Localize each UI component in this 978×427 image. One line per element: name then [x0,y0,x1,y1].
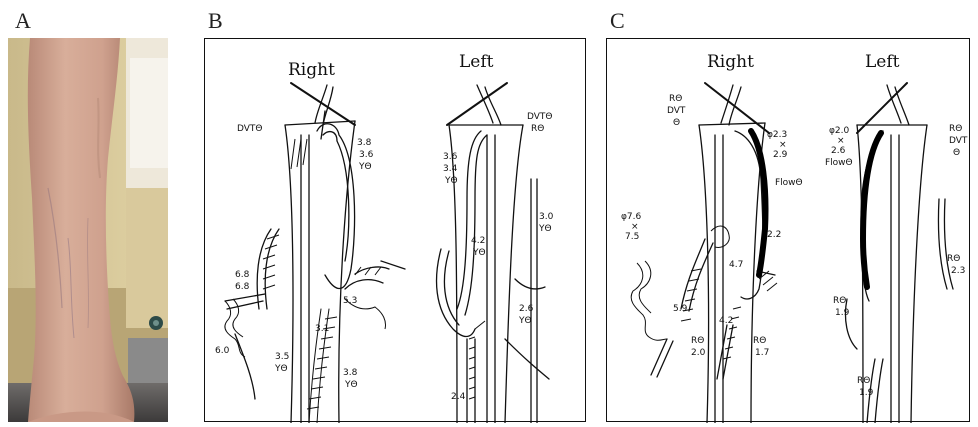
c-note: φ2.0 [829,126,850,136]
c-note: RΘ [691,336,704,346]
panel-c-vein-sketch: Right Left RΘ DVT Θ φ2.3 × 2.9 FlowΘ φ2.… [607,39,971,423]
b-note: 6.8 [235,270,250,280]
b-note: YΘ [344,380,358,390]
b-note: 4.2 [471,236,485,246]
leg-photograph [8,38,168,422]
b-note: DVTΘ [527,112,553,122]
leg-photo-drawing [8,38,168,422]
c-note: 4.7 [729,260,743,270]
c-note: RΘ [753,336,766,346]
c-note: 1.9 [859,388,874,398]
b-note: 6.8 [235,282,250,292]
b-note: 3.0 [539,212,554,222]
c-note: RΘ [947,254,960,264]
c-note: 2.0 [691,348,706,358]
panel-c-drawing: Right Left RΘ DVT Θ φ2.3 × 2.9 FlowΘ φ2.… [606,38,970,422]
panel-label-b: B [208,10,223,32]
c-note: RΘ [949,124,962,134]
c-note: FlowΘ [825,158,853,168]
c-note: FlowΘ [775,178,803,188]
panel-label-c: C [610,10,625,32]
c-note: Θ [953,148,960,158]
b-note: YΘ [472,248,486,258]
b-note: YΘ [274,364,288,374]
b-note: 5.3 [343,296,357,306]
b-note: DVTΘ [237,124,263,134]
b-note: 6.0 [215,346,230,356]
panel-b-vein-sketch: Right Left DVTΘ 3.8 3.6 YΘ 3.6 3.4 YΘ DV… [205,39,587,423]
c-note: Θ [673,118,680,128]
c-note: × [779,140,787,150]
c-note: φ7.6 [621,212,642,222]
panel-b-right-heading: Right [288,60,335,80]
c-note: DVT [667,106,686,116]
c-note: RΘ [833,296,846,306]
b-note: YΘ [358,162,372,172]
c-note: × [837,136,845,146]
b-note: 2.6 [519,304,534,314]
b-note: 3.5 [275,352,289,362]
b-note: YΘ [444,176,458,186]
b-note: 3.6 [359,150,374,160]
c-note: 4.2 [719,316,733,326]
c-note: RΘ [857,376,870,386]
c-note: 2.2 [767,230,781,240]
b-note: RΘ [531,124,544,134]
b-note: 2.4 [451,392,466,402]
b-note: YΘ [518,316,532,326]
c-note: 1.7 [755,348,769,358]
c-note: 2.6 [831,146,846,156]
c-note: RΘ [669,94,682,104]
b-note: YΘ [538,224,552,234]
c-note: × [631,222,639,232]
b-note: 3.6 [443,152,458,162]
panel-b-left-heading: Left [459,52,494,72]
c-note: 2.9 [773,150,788,160]
panel-c-left-heading: Left [865,52,900,72]
c-note: φ2.3 [767,130,787,140]
c-note: 1.9 [835,308,850,318]
b-note: 3.1 [315,324,329,334]
c-note: 7.5 [625,232,639,242]
b-note: 3.8 [343,368,358,378]
c-note: DVT [949,136,968,146]
b-note: 3.4 [443,164,458,174]
panel-c-right-heading: Right [707,52,754,72]
panel-b-drawing: Right Left DVTΘ 3.8 3.6 YΘ 3.6 3.4 YΘ DV… [204,38,586,422]
c-note: 2.3 [951,266,965,276]
panel-label-a: A [15,10,31,32]
c-note: 5.9 [673,304,688,314]
b-note: 3.8 [357,138,372,148]
